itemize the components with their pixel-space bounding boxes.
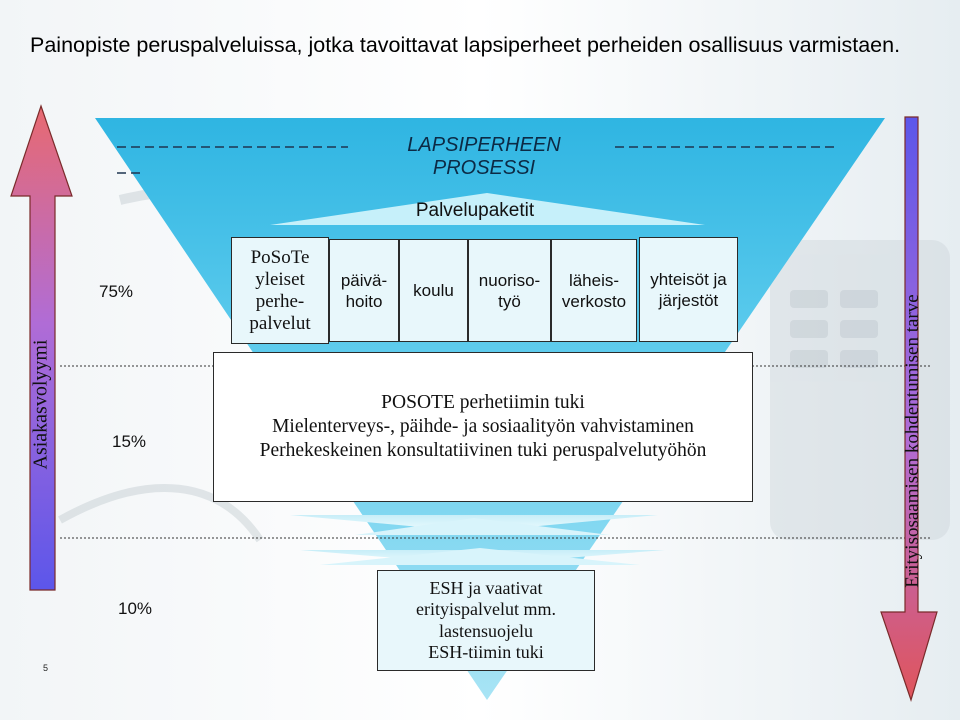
service-box-paivahoito-label: päivä-hoito: [340, 270, 388, 311]
right-axis-arrow: [880, 116, 938, 702]
service-box-nuorisotyo-label: nuoriso-työ: [478, 270, 541, 311]
band-1b: [355, 518, 610, 535]
posote-support-box: POSOTE perhetiimin tuki Mielenterveys-, …: [213, 352, 753, 502]
service-box-koulu-label: koulu: [413, 280, 454, 300]
left-axis-arrow: [10, 104, 73, 591]
packages-label: Palvelupaketit: [415, 200, 535, 221]
posote-line-1: POSOTE perhetiimin tuki: [381, 392, 585, 413]
service-box-koulu: koulu: [399, 239, 468, 342]
esh-line-3: lastensuojelu: [439, 620, 533, 641]
service-box-yhteisot-label: yhteisöt ja järjestöt: [650, 269, 727, 310]
process-label: LAPSIPERHEEN PROSESSI: [407, 134, 561, 179]
service-box-posote: PoSoTe yleiset perhe-palvelut: [231, 237, 329, 344]
band-2b: [320, 548, 640, 565]
packages-banner: [270, 193, 705, 225]
page-number: 5: [43, 663, 49, 673]
service-box-yhteisot: yhteisöt ja järjestöt: [639, 237, 738, 342]
left-axis-label: Asiakasvolyymi: [29, 339, 52, 470]
service-box-posote-label: PoSoTe yleiset perhe-palvelut: [249, 246, 311, 334]
service-box-nuorisotyo: nuoriso-työ: [468, 239, 551, 342]
posote-line-3: Perhekeskeinen konsultatiivinen tuki per…: [259, 440, 707, 461]
service-box-paivahoito: päivä-hoito: [329, 239, 399, 342]
esh-line-4: ESH-tiimin tuki: [428, 642, 544, 662]
esh-box: ESH ja vaativat erityispalvelut mm. last…: [377, 570, 595, 671]
service-box-laheisverkosto: läheis-verkosto: [551, 239, 637, 342]
posote-line-2: Mielenterveys-, päihde- ja sosiaalityön …: [272, 416, 694, 437]
esh-line-2: erityispalvelut mm.: [416, 599, 556, 619]
slide-title: Painopiste peruspalveluissa, jotka tavoi…: [30, 33, 901, 57]
level-label-15: 15%: [112, 432, 147, 451]
level-label-10: 10%: [118, 599, 153, 618]
right-axis-label: Erityisosaamisen kohdentumisen tarve: [902, 294, 923, 588]
esh-line-1: ESH ja vaativat: [429, 577, 543, 598]
service-box-laheisverkosto-label: läheis-verkosto: [561, 270, 627, 311]
level-label-75: 75%: [99, 282, 134, 301]
